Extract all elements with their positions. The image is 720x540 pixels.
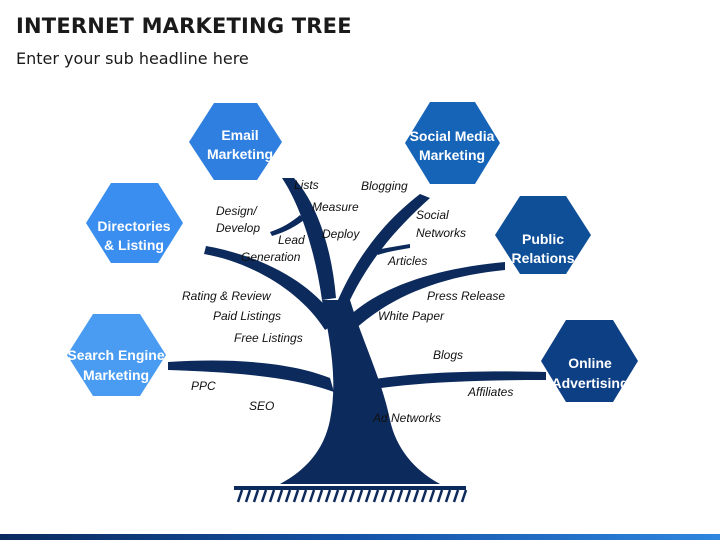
- hexagon-label-line-1: Search Engine: [67, 347, 164, 363]
- ground-hatch-mark: [436, 489, 444, 503]
- page-subtitle: Enter your sub headline here: [16, 49, 249, 68]
- hexagon-label-line-2: Marketing: [83, 367, 149, 383]
- ground-hatch-mark: [276, 489, 284, 503]
- ground-hatch-mark: [380, 489, 388, 503]
- ground-hatch-mark: [244, 489, 252, 503]
- hexagon-label-line-2: Marketing: [207, 146, 273, 162]
- hexagon-email-marketing[interactable]: Email Marketing: [189, 103, 282, 180]
- label-deploy: Deploy: [322, 227, 360, 241]
- ground-hatch-mark: [268, 489, 276, 503]
- label-blogging: Blogging: [361, 179, 408, 193]
- label-free-listings: Free Listings: [234, 331, 303, 345]
- label-press-release: Press Release: [427, 289, 505, 303]
- ground-hatch-mark: [460, 489, 468, 503]
- branch-social: [338, 194, 430, 300]
- ground-hatch-mark: [372, 489, 380, 503]
- twig-upper-left: [270, 215, 304, 236]
- trunk: [280, 300, 440, 484]
- hexagon-label-line-1: Email: [221, 127, 258, 143]
- ground-hatch: [236, 489, 468, 503]
- bottom-accent-bar: [0, 534, 720, 540]
- ground-hatch-mark: [236, 489, 244, 503]
- tree: [168, 178, 546, 503]
- label-lead: Lead: [278, 233, 305, 247]
- hexagon-label-line-1: Social Media: [410, 128, 495, 144]
- hexagon-shape: [67, 314, 166, 396]
- hexagon-label-line-2: Relations: [511, 250, 574, 266]
- label-networks: Networks: [416, 226, 466, 240]
- branch-online: [346, 371, 546, 394]
- label-rating-review: Rating & Review: [182, 289, 272, 303]
- label-measure: Measure: [312, 200, 359, 214]
- ground-hatch-mark: [428, 489, 436, 503]
- label-articles: Articles: [387, 254, 427, 268]
- label-ad-networks: Ad Networks: [372, 411, 441, 425]
- ground-hatch-mark: [348, 489, 356, 503]
- label-paid-listings: Paid Listings: [213, 309, 281, 323]
- ground-hatch-mark: [332, 489, 340, 503]
- ground-line: [234, 486, 466, 490]
- label-affiliates: Affiliates: [467, 385, 513, 399]
- branch-labels: Lists Measure Deploy Design/ Develop Lea…: [182, 178, 513, 425]
- hexagon-label-line-1: Online: [568, 355, 612, 371]
- hexagon-social-media-marketing[interactable]: Social Media Marketing: [405, 102, 500, 184]
- ground-hatch-mark: [308, 489, 316, 503]
- branch-email: [282, 178, 336, 300]
- hexagon-shape: [405, 102, 500, 184]
- label-social: Social: [416, 208, 449, 222]
- hexagon-online-advertising[interactable]: Online Advertising: [541, 320, 638, 402]
- hexagon-label-line-1: Public: [522, 231, 564, 247]
- label-lists: Lists: [294, 178, 319, 192]
- hexagon-shape: [189, 103, 282, 180]
- branch-search: [168, 360, 334, 392]
- ground-hatch-mark: [284, 489, 292, 503]
- label-seo: SEO: [249, 399, 274, 413]
- hexagon-label-line-2: Advertising: [551, 375, 628, 391]
- label-develop: Develop: [216, 221, 260, 235]
- ground-hatch-mark: [292, 489, 300, 503]
- twig-upper-right: [376, 244, 410, 255]
- hexagon-shape: [86, 183, 183, 263]
- hexagon-directories-listing[interactable]: Directories & Listing: [86, 183, 183, 263]
- label-design: Design/: [216, 204, 258, 218]
- ground-hatch-mark: [404, 489, 412, 503]
- ground-hatch-mark: [396, 489, 404, 503]
- ground-hatch-mark: [340, 489, 348, 503]
- ground-hatch-mark: [300, 489, 308, 503]
- ground-hatch-mark: [420, 489, 428, 503]
- ground-hatch-mark: [444, 489, 452, 503]
- ground-hatch-mark: [260, 489, 268, 503]
- hexagon-label-line-2: Marketing: [419, 147, 485, 163]
- ground-hatch-mark: [412, 489, 420, 503]
- label-generation: Generation: [241, 250, 301, 264]
- label-white-paper: White Paper: [378, 309, 445, 323]
- hexagon-search-engine-marketing[interactable]: Search Engine Marketing: [67, 314, 166, 396]
- ground-hatch-mark: [316, 489, 324, 503]
- label-ppc: PPC: [191, 379, 216, 393]
- page-title: INTERNET MARKETING TREE: [16, 14, 352, 38]
- hexagon-label-line-1: Directories: [97, 218, 170, 234]
- branch-public: [345, 262, 505, 332]
- ground-hatch-mark: [252, 489, 260, 503]
- ground-hatch-mark: [452, 489, 460, 503]
- label-blogs: Blogs: [433, 348, 463, 362]
- ground-hatch-mark: [324, 489, 332, 503]
- hexagon-public-relations[interactable]: Public Relations: [495, 196, 591, 274]
- ground-hatch-mark: [388, 489, 396, 503]
- branch-directories: [204, 246, 338, 330]
- hexagon-label-line-2: & Listing: [104, 237, 164, 253]
- hexagon-shape: [495, 196, 591, 274]
- hexagon-shape: [541, 320, 638, 402]
- ground-hatch-mark: [356, 489, 364, 503]
- ground-hatch-mark: [364, 489, 372, 503]
